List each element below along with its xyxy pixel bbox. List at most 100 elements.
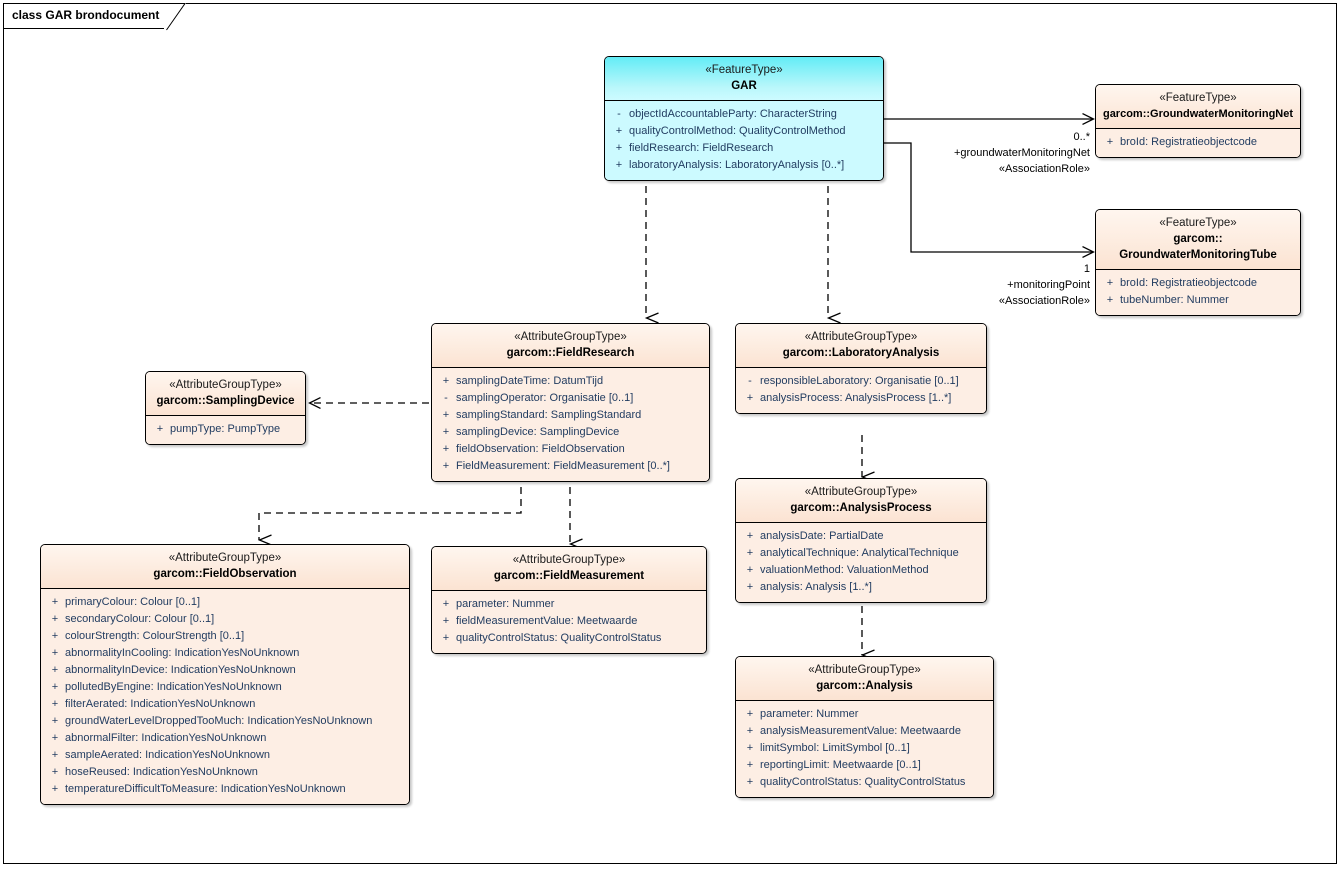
visibility-marker: + xyxy=(51,749,59,761)
attribute-signature: FieldMeasurement: FieldMeasurement [0..*… xyxy=(456,460,670,472)
attribute-row: + laboratoryAnalysis: LaboratoryAnalysis… xyxy=(609,157,879,174)
class-header-groundwatermonitoringnet: «FeatureType» garcom::GroundwaterMonitor… xyxy=(1096,85,1300,129)
visibility-marker: - xyxy=(748,375,752,387)
visibility-marker: + xyxy=(746,564,754,576)
class-stereotype: «FeatureType» xyxy=(1159,217,1237,229)
attribute-row: + pollutedByEngine: IndicationYesNoUnkno… xyxy=(45,679,405,696)
attribute-row: + broId: Registratieobjectcode xyxy=(1100,134,1296,151)
class-box-groundwatermonitoringtube[interactable]: «FeatureType» garcom:: GroundwaterMonito… xyxy=(1095,209,1301,316)
diagram-frame xyxy=(3,3,1337,864)
class-box-fieldmeasurement[interactable]: «AttributeGroupType» garcom::FieldMeasur… xyxy=(431,546,707,654)
attribute-signature: samplingStandard: SamplingStandard xyxy=(456,409,642,421)
attribute-row: + analysisDate: PartialDate xyxy=(740,528,982,545)
visibility-marker: + xyxy=(442,443,450,455)
attribute-row: + analysisMeasurementValue: Meetwaarde xyxy=(740,723,989,740)
attribute-signature: parameter: Nummer xyxy=(760,708,859,720)
class-name: garcom::SamplingDevice xyxy=(156,395,295,407)
visibility-marker: + xyxy=(442,615,450,627)
attribute-row: + qualityControlStatus: QualityControlSt… xyxy=(740,774,989,791)
class-header-analysisprocess: «AttributeGroupType» garcom::AnalysisPro… xyxy=(736,479,986,523)
class-stereotype: «AttributeGroupType» xyxy=(514,331,627,343)
attribute-signature: hoseReused: IndicationYesNoUnknown xyxy=(65,766,258,778)
attribute-signature: qualityControlStatus: QualityControlStat… xyxy=(760,776,966,788)
visibility-marker: + xyxy=(1106,294,1114,306)
attribute-signature: analyticalTechnique: AnalyticalTechnique xyxy=(760,547,959,559)
class-box-laboratoryanalysis[interactable]: «AttributeGroupType» garcom::LaboratoryA… xyxy=(735,323,987,414)
class-box-gar[interactable]: «FeatureType» GAR - objectIdAccountableP… xyxy=(604,56,884,181)
attribute-row: + tubeNumber: Nummer xyxy=(1100,292,1296,309)
class-name: garcom::FieldObservation xyxy=(153,568,297,580)
visibility-marker: - xyxy=(617,108,621,120)
attribute-signature: sampleAerated: IndicationYesNoUnknown xyxy=(65,749,271,761)
attribute-signature: valuationMethod: ValuationMethod xyxy=(760,564,929,576)
visibility-marker: + xyxy=(156,423,164,435)
class-stereotype: «AttributeGroupType» xyxy=(512,554,626,566)
class-attributes-groundwatermonitoringnet: + broId: Registratieobjectcode xyxy=(1096,129,1300,157)
attribute-signature: fieldResearch: FieldResearch xyxy=(629,142,774,154)
attribute-signature: analysisProcess: AnalysisProcess [1..*] xyxy=(760,392,952,404)
attribute-signature: parameter: Nummer xyxy=(456,598,555,610)
class-name: garcom::GroundwaterMonitoringNet xyxy=(1102,108,1294,120)
attribute-signature: temperatureDifficultToMeasure: Indicatio… xyxy=(65,783,346,795)
attribute-signature: analysisDate: PartialDate xyxy=(760,530,884,542)
association-label-gwnet-role: +groundwaterMonitoringNet xyxy=(953,147,1090,159)
attribute-row: + FieldMeasurement: FieldMeasurement [0.… xyxy=(436,458,705,475)
class-stereotype: «AttributeGroupType» xyxy=(808,664,921,676)
class-box-groundwatermonitoringnet[interactable]: «FeatureType» garcom::GroundwaterMonitor… xyxy=(1095,84,1301,158)
class-box-analysisprocess[interactable]: «AttributeGroupType» garcom::AnalysisPro… xyxy=(735,478,987,603)
class-name: garcom::LaboratoryAnalysis xyxy=(782,347,940,359)
visibility-marker: + xyxy=(51,766,59,778)
visibility-marker: + xyxy=(51,613,59,625)
attribute-signature: pollutedByEngine: IndicationYesNoUnknown xyxy=(65,681,282,693)
attribute-row: + analysisProcess: AnalysisProcess [1..*… xyxy=(740,390,982,407)
attribute-row: + samplingDevice: SamplingDevice xyxy=(436,424,705,441)
visibility-marker: + xyxy=(746,547,754,559)
attribute-row: + reportingLimit: Meetwaarde [0..1] xyxy=(740,757,989,774)
visibility-marker: + xyxy=(1106,136,1114,148)
class-box-fieldresearch[interactable]: «AttributeGroupType» garcom::FieldResear… xyxy=(431,323,710,482)
association-label-gwtube-role: +monitoringPoint xyxy=(1007,279,1090,291)
attribute-signature: colourStrength: ColourStrength [0..1] xyxy=(65,630,245,642)
attribute-signature: laboratoryAnalysis: LaboratoryAnalysis [… xyxy=(629,159,845,171)
attribute-row: + abnormalityInCooling: IndicationYesNoU… xyxy=(45,645,405,662)
attribute-signature: reportingLimit: Meetwaarde [0..1] xyxy=(760,759,921,771)
attribute-row: - objectIdAccountableParty: CharacterStr… xyxy=(609,106,879,123)
attribute-signature: samplingDateTime: DatumTijd xyxy=(456,375,604,387)
class-attributes-fieldmeasurement: + parameter: Nummer + fieldMeasurementVa… xyxy=(432,591,706,653)
attribute-row: + secondaryColour: Colour [0..1] xyxy=(45,611,405,628)
class-stereotype: «FeatureType» xyxy=(705,64,783,76)
visibility-marker: + xyxy=(51,698,59,710)
class-attributes-groundwatermonitoringtube: + broId: Registratieobjectcode + tubeNum… xyxy=(1096,270,1300,315)
association-label-gwnet-stereotype: «AssociationRole» xyxy=(998,163,1090,175)
attribute-row: + samplingDateTime: DatumTijd xyxy=(436,373,705,390)
class-header-laboratoryanalysis: «AttributeGroupType» garcom::LaboratoryA… xyxy=(736,324,986,368)
attribute-row: + filterAerated: IndicationYesNoUnknown xyxy=(45,696,405,713)
attribute-signature: groundWaterLevelDroppedTooMuch: Indicati… xyxy=(65,715,373,727)
attribute-signature: qualityControlStatus: QualityControlStat… xyxy=(456,632,662,644)
attribute-row: + broId: Registratieobjectcode xyxy=(1100,275,1296,292)
visibility-marker: - xyxy=(444,392,448,404)
visibility-marker: + xyxy=(51,681,59,693)
attribute-signature: secondaryColour: Colour [0..1] xyxy=(65,613,215,625)
attribute-signature: broId: Registratieobjectcode xyxy=(1120,136,1257,148)
visibility-marker: + xyxy=(51,647,59,659)
class-name: garcom::FieldMeasurement xyxy=(493,570,645,582)
class-header-analysis: «AttributeGroupType» garcom::Analysis xyxy=(736,657,993,701)
visibility-marker: + xyxy=(51,664,59,676)
class-attributes-fieldobservation: + primaryColour: Colour [0..1] + seconda… xyxy=(41,589,409,804)
attribute-row: + fieldResearch: FieldResearch xyxy=(609,140,879,157)
visibility-marker: + xyxy=(51,630,59,642)
class-box-analysis[interactable]: «AttributeGroupType» garcom::Analysis + … xyxy=(735,656,994,798)
class-box-fieldobservation[interactable]: «AttributeGroupType» garcom::FieldObserv… xyxy=(40,544,410,805)
attribute-row: + pumpType: PumpType xyxy=(150,421,301,438)
attribute-row: + fieldObservation: FieldObservation xyxy=(436,441,705,458)
class-box-samplingdevice[interactable]: «AttributeGroupType» garcom::SamplingDev… xyxy=(145,371,306,445)
visibility-marker: + xyxy=(746,742,754,754)
class-stereotype: «AttributeGroupType» xyxy=(168,552,282,564)
page-title: class GAR brondocument xyxy=(12,8,160,22)
attribute-row: + temperatureDifficultToMeasure: Indicat… xyxy=(45,781,405,798)
class-attributes-gar: - objectIdAccountableParty: CharacterStr… xyxy=(605,101,883,180)
attribute-row: - responsibleLaboratory: Organisatie [0.… xyxy=(740,373,982,390)
class-attributes-fieldresearch: + samplingDateTime: DatumTijd - sampling… xyxy=(432,368,709,481)
class-attributes-analysisprocess: + analysisDate: PartialDate + analytical… xyxy=(736,523,986,602)
